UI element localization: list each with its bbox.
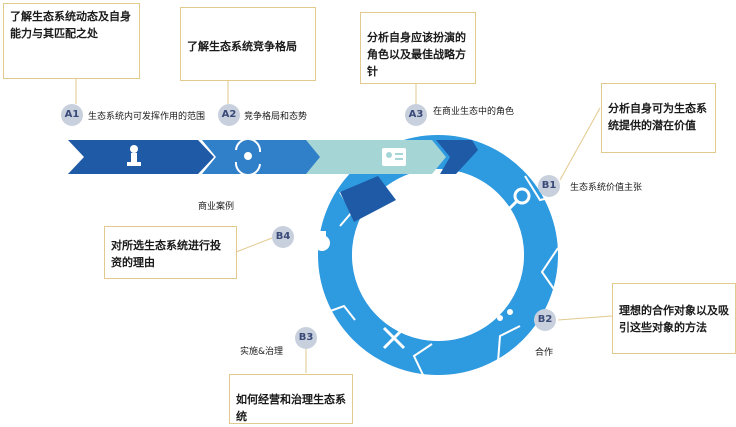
arrow-segment-a3 [306,140,446,174]
box-a2: 了解生态系统竞争格局 [180,7,316,81]
badge-b4: B4 [272,226,294,248]
id-card-icon [382,148,406,166]
connector-lines [75,78,613,373]
label-b4: 商业案例 [198,202,235,212]
box-b4: 对所选生态系统进行投资的理由 [104,226,237,279]
box-b1: 分析自身可为生态系统提供的潜在价值 [601,83,716,153]
badge-b2: B2 [534,309,556,331]
label-b2: 合作 [535,348,554,358]
box-a1: 了解生态系统动态及自身能力与其匹配之处 [3,3,140,79]
chess-pawn-icon [127,145,141,166]
arrow-segment-a1 [68,140,214,174]
ring-entry-dark [340,176,396,222]
badge-a3: A3 [405,104,427,126]
magnifier-icon [506,187,531,212]
badge-a2: A2 [218,104,240,126]
box-b2: 理想的合作对象以及吸引这些对象的方法 [612,283,736,354]
arrow-segment-connector [436,140,478,174]
cycle-people-icon [234,138,262,176]
arrow-band [68,140,478,222]
money-bag-icon [314,231,330,251]
box-b3: 如何经营和治理生态系统 [229,374,353,424]
label-b3: 实施&治理 [240,347,284,357]
label-b1: 生态系统价值主张 [570,183,643,193]
label-a2: 竞争格局和态势 [244,112,308,122]
tools-icon [382,326,406,350]
badge-a1: A1 [61,104,83,126]
badge-b1: B1 [538,175,560,197]
box-a3: 分析自身应该扮演的角色以及最佳战略方针 [360,12,476,84]
network-icon [487,300,513,321]
label-a3: 在商业生态中的角色 [433,107,515,117]
badge-b3: B3 [295,327,317,349]
label-a1: 生态系统内可发挥作用的范围 [88,112,206,122]
arrow-segment-a2 [202,140,322,174]
